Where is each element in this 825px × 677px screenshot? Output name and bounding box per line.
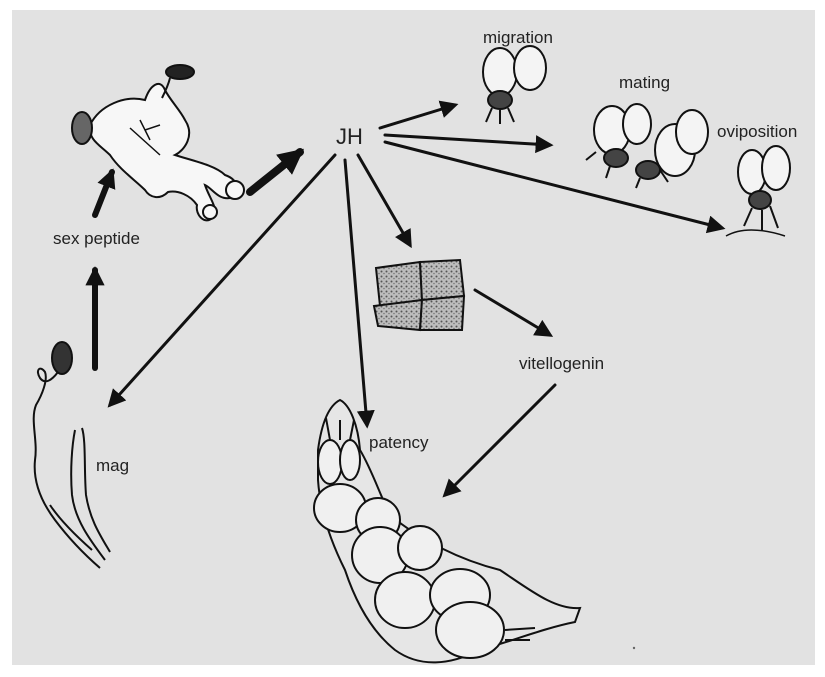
- arrow-sex-peptide-to-tract: [95, 172, 112, 215]
- fat-body-cells-illustration: [374, 260, 464, 330]
- label-patency: patency: [369, 433, 429, 453]
- stray-dot: [633, 647, 635, 649]
- label-vitellogenin: vitellogenin: [519, 354, 604, 374]
- arrow-jh-to-fat-body: [358, 155, 410, 245]
- label-jh: JH: [336, 124, 363, 150]
- ovariole-illustration: [314, 400, 580, 662]
- arrow-tract-to-jh: [250, 152, 300, 192]
- label-mating: mating: [619, 73, 670, 93]
- label-oviposition: oviposition: [717, 122, 797, 142]
- male-reproductive-tract-illustration: [72, 65, 244, 220]
- label-migration: migration: [483, 28, 553, 48]
- arrow-fat-body-to-vitellogenin: [475, 290, 550, 335]
- label-mag: mag: [96, 456, 129, 476]
- arrow-vitellogenin-to-ovariole: [445, 385, 555, 495]
- oviposition-fly-illustration: [726, 146, 790, 236]
- arrow-jh-to-mating: [385, 135, 550, 145]
- label-sex-peptide: sex peptide: [53, 229, 140, 249]
- migration-fly-illustration: [483, 46, 546, 124]
- arrow-jh-to-patency: [345, 160, 367, 425]
- mating-flies-illustration: [586, 104, 708, 188]
- male-accessory-gland-illustration: [34, 342, 110, 568]
- arrow-jh-to-migration: [380, 105, 455, 128]
